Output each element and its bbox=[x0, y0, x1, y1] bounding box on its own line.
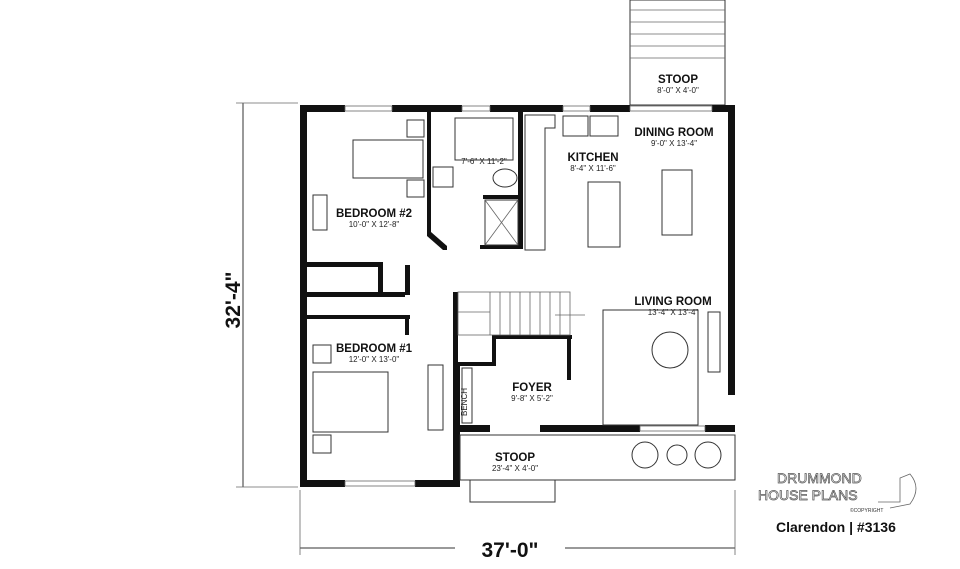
dining-table bbox=[661, 169, 693, 236]
interior-walls bbox=[300, 112, 572, 380]
room-name: LIVING ROOM bbox=[634, 296, 711, 308]
room-size: 12'-0" X 13'-0" bbox=[349, 355, 400, 364]
room-name: DINING ROOM bbox=[634, 127, 713, 139]
room-size: 9'-0" X 13'-4" bbox=[651, 139, 697, 148]
sectional-sofa bbox=[602, 309, 699, 426]
staircase bbox=[457, 291, 585, 336]
bench-label: BENCH bbox=[460, 388, 469, 416]
bathtub bbox=[454, 117, 514, 161]
front-stoop bbox=[459, 434, 736, 481]
logo-mark-icon bbox=[878, 473, 917, 509]
room-name: FOYER bbox=[512, 382, 552, 394]
dresser bbox=[427, 364, 444, 431]
depth-label: 32'-4" bbox=[222, 272, 245, 329]
width-label: 37'-0" bbox=[482, 539, 539, 562]
toilet bbox=[492, 168, 518, 188]
room-name: STOOP bbox=[495, 452, 535, 464]
logo-line1: DRUMMOND bbox=[777, 470, 862, 486]
rear-stoop-steps bbox=[629, 0, 726, 106]
room-name: KITCHEN bbox=[567, 152, 618, 164]
room-size: 8'-0" X 4'-0" bbox=[657, 86, 699, 95]
room-size: 13'-4" X 13'-4" bbox=[648, 308, 699, 317]
plan-name: Clarendon | #3136 bbox=[776, 519, 896, 535]
coffee-table bbox=[651, 331, 689, 369]
room-name: BEDROOM #2 bbox=[336, 208, 412, 220]
room-size: 23'-4" X 4'-0" bbox=[492, 464, 538, 473]
bed-2 bbox=[352, 139, 424, 179]
shower bbox=[484, 199, 519, 246]
front-steps bbox=[469, 479, 556, 503]
room-size: 7'-6" X 11'-2" bbox=[461, 157, 507, 166]
desk bbox=[312, 194, 328, 231]
dimension-depth: 32'-4" bbox=[222, 102, 298, 488]
logo-line2: HOUSE PLANS bbox=[758, 487, 858, 503]
room-size: 8'-4" X 11'-6" bbox=[570, 164, 616, 173]
bath-sink bbox=[432, 166, 454, 188]
bed-1 bbox=[312, 371, 389, 433]
room-size: 9'-8" X 5'-2" bbox=[511, 394, 553, 403]
bench bbox=[461, 367, 473, 424]
copyright: ©COPYRIGHT bbox=[850, 507, 883, 514]
branding: DRUMMOND HOUSE PLANS ©COPYRIGHT Clarendo… bbox=[758, 470, 917, 535]
room-size: 10'-0" X 12'-8" bbox=[349, 220, 400, 229]
room-name: STOOP bbox=[658, 74, 698, 86]
kitchen-island bbox=[587, 181, 621, 248]
tv-console bbox=[707, 311, 721, 373]
furniture bbox=[312, 114, 736, 503]
kitchen-sink bbox=[562, 115, 589, 137]
room-name: BEDROOM #1 bbox=[336, 343, 413, 355]
dimension-width: 37'-0" bbox=[299, 490, 736, 562]
kitchen-counter bbox=[524, 114, 556, 251]
room-labels: BEDROOM #2 10'-0" X 12'-8" 7'-6" X 11'-2… bbox=[336, 74, 714, 473]
windows bbox=[344, 105, 713, 487]
